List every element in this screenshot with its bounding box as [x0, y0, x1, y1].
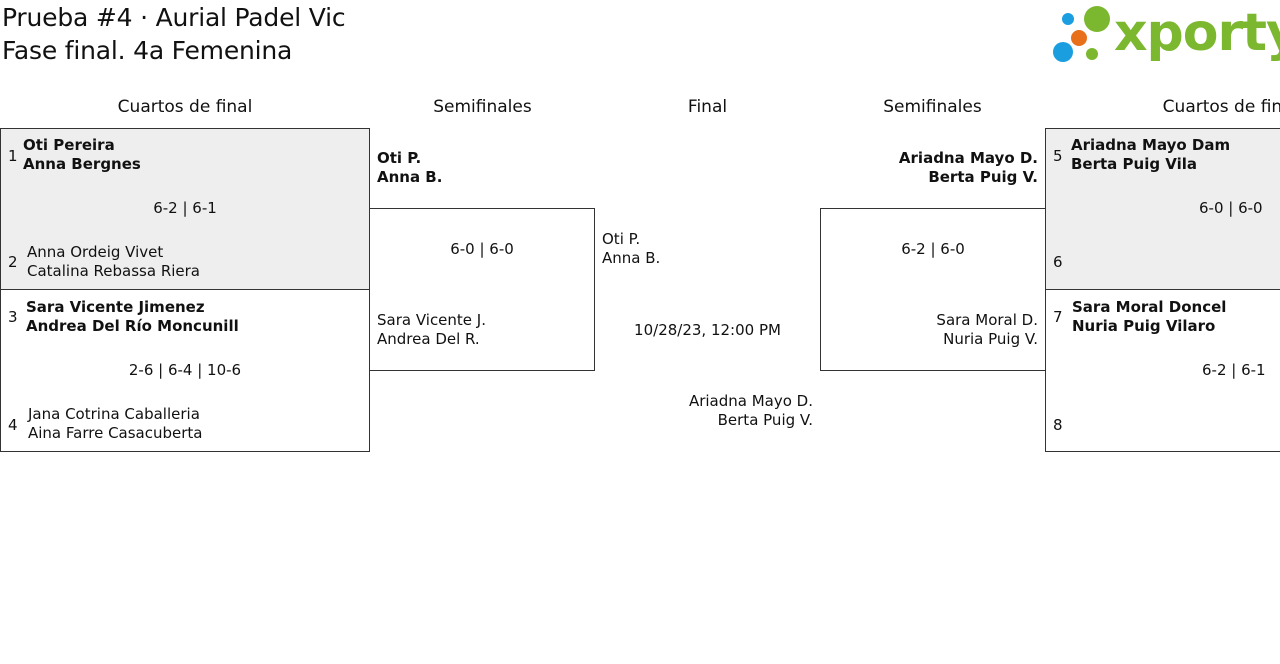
player-name: Berta Puig V. [717, 411, 813, 429]
seed-number: 3 [8, 308, 18, 326]
match-score: 6-2 | 6-1 [153, 199, 217, 217]
player-name: Nuria Puig Vilaro [1072, 317, 1216, 335]
round-header-right-sf: Semifinales [883, 97, 982, 117]
page-title: Prueba #4 · Aurial Padel Vic [2, 3, 346, 32]
match-left-qf-1[interactable]: 1 Oti Pereira Anna Bergnes 6-2 | 6-1 2 A… [0, 128, 370, 290]
player-name: Oti Pereira [23, 136, 115, 154]
player-name: Sara Vicente Jimenez [26, 298, 205, 316]
xporty-logo: xporty [1048, 2, 1280, 68]
page-subtitle: Fase final. 4a Femenina [2, 36, 293, 65]
player-name: Oti P. [377, 149, 422, 167]
player-name: Jana Cotrina Caballeria [28, 405, 200, 423]
player-name: Nuria Puig V. [943, 330, 1038, 348]
seed-number: 2 [8, 253, 18, 271]
round-header-final: Final [687, 97, 728, 117]
match-datetime: 10/28/23, 12:00 PM [634, 321, 781, 339]
match-right-sf[interactable]: 6-2 | 6-0 Sara Moral D. Nuria Puig V. [820, 208, 1046, 371]
match-left-qf-2[interactable]: 3 Sara Vicente Jimenez Andrea Del Río Mo… [0, 289, 370, 452]
match-score: 6-2 | 6-1 [1202, 361, 1266, 379]
player-name: Andrea Del R. [377, 330, 480, 348]
player-name: Andrea Del Río Moncunill [26, 317, 239, 335]
round-header-left-sf: Semifinales [433, 97, 532, 117]
player-name: Ariadna Mayo D. [688, 392, 813, 410]
match-score: 6-0 | 6-0 [450, 240, 514, 258]
seed-number: 8 [1053, 416, 1063, 434]
match-right-qf-1[interactable]: 5 Ariadna Mayo Dam Berta Puig Vila 6-0 |… [1045, 128, 1280, 290]
player-name: Catalina Rebassa Riera [27, 262, 200, 280]
match-score: 6-0 | 6-0 [1199, 199, 1263, 217]
player-name: Anna Bergnes [23, 155, 141, 173]
player-name: Anna B. [377, 168, 443, 186]
player-name: Ariadna Mayo Dam [1071, 136, 1231, 154]
player-name: Sara Moral D. [936, 311, 1038, 329]
player-name: Oti P. [602, 230, 641, 248]
match-left-sf[interactable]: 6-0 | 6-0 Sara Vicente J. Andrea Del R. [369, 208, 595, 371]
player-name: Sara Moral Doncel [1072, 298, 1227, 316]
logo-text: xporty [1114, 3, 1280, 63]
player-name: Aina Farre Casacuberta [28, 424, 203, 442]
match-score: 6-2 | 6-0 [901, 240, 965, 258]
player-name: Anna B. [602, 249, 661, 267]
seed-number: 7 [1053, 308, 1063, 326]
player-name: Ariadna Mayo D. [898, 149, 1038, 167]
match-right-qf-2[interactable]: 7 Sara Moral Doncel Nuria Puig Vilaro 6-… [1045, 289, 1280, 452]
player-name: Berta Puig V. [928, 168, 1038, 186]
seed-number: 1 [8, 147, 18, 165]
seed-number: 5 [1053, 147, 1063, 165]
player-name: Anna Ordeig Vivet [27, 243, 164, 261]
player-name: Sara Vicente J. [377, 311, 486, 329]
logo-dots-icon [1053, 6, 1110, 62]
round-header-right-qf: Cuartos de final [1162, 97, 1280, 117]
seed-number: 6 [1053, 253, 1063, 271]
seed-number: 4 [8, 416, 18, 434]
player-name: Berta Puig Vila [1071, 155, 1198, 173]
match-score: 2-6 | 6-4 | 10-6 [128, 361, 242, 379]
round-header-left-qf: Cuartos de final [117, 97, 253, 117]
